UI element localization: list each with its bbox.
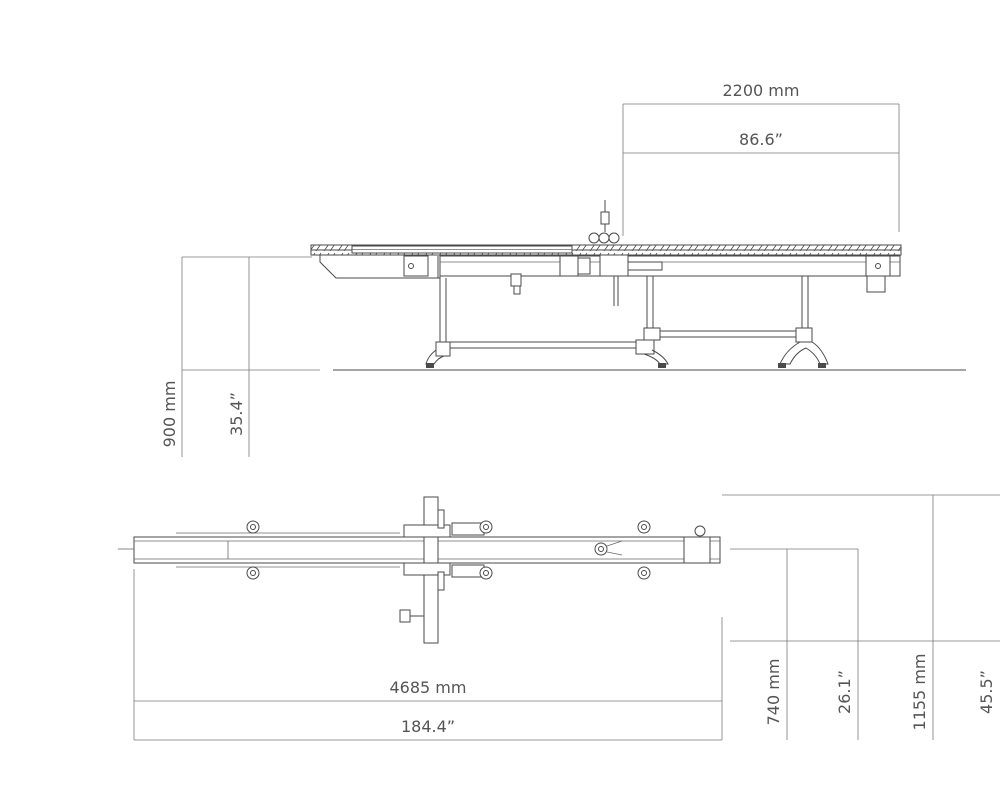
table-top [310,244,902,256]
top-width-dimension: 740 mm 26.1” 1155 mm 45.5” [722,494,1000,740]
top-width-b-in-label: 45.5” [977,670,996,714]
main-beam [118,532,721,568]
top-width-b-mm-label: 1155 mm [910,654,929,731]
top-width-a-mm-label: 740 mm [764,659,783,726]
cross-beam [399,496,485,644]
side-height-in-label: 35.4” [227,392,246,436]
top-width-a-in-label: 26.1” [835,670,854,714]
side-width-mm-label: 2200 mm [723,81,800,100]
caster-wheels [246,520,706,580]
side-width-in-label: 86.6” [739,130,783,149]
top-length-mm-label: 4685 mm [390,678,467,697]
side-height-dimension: 900 mm 35.4” [160,256,320,457]
side-height-mm-label: 900 mm [160,381,179,448]
side-view: 2200 mm 86.6” 900 mm 35.4” [160,81,966,457]
table-frame [319,254,901,293]
top-length-in-label: 184.4” [401,717,455,736]
side-width-dimension: 2200 mm 86.6” [622,81,900,236]
top-view: 4685 mm 184.4” 740 mm 26.1” 1155 mm 45.5… [118,494,1000,741]
table-legs [425,276,829,368]
top-length-dimension: 4685 mm 184.4” [133,569,723,741]
saw-head-unit [510,200,620,306]
